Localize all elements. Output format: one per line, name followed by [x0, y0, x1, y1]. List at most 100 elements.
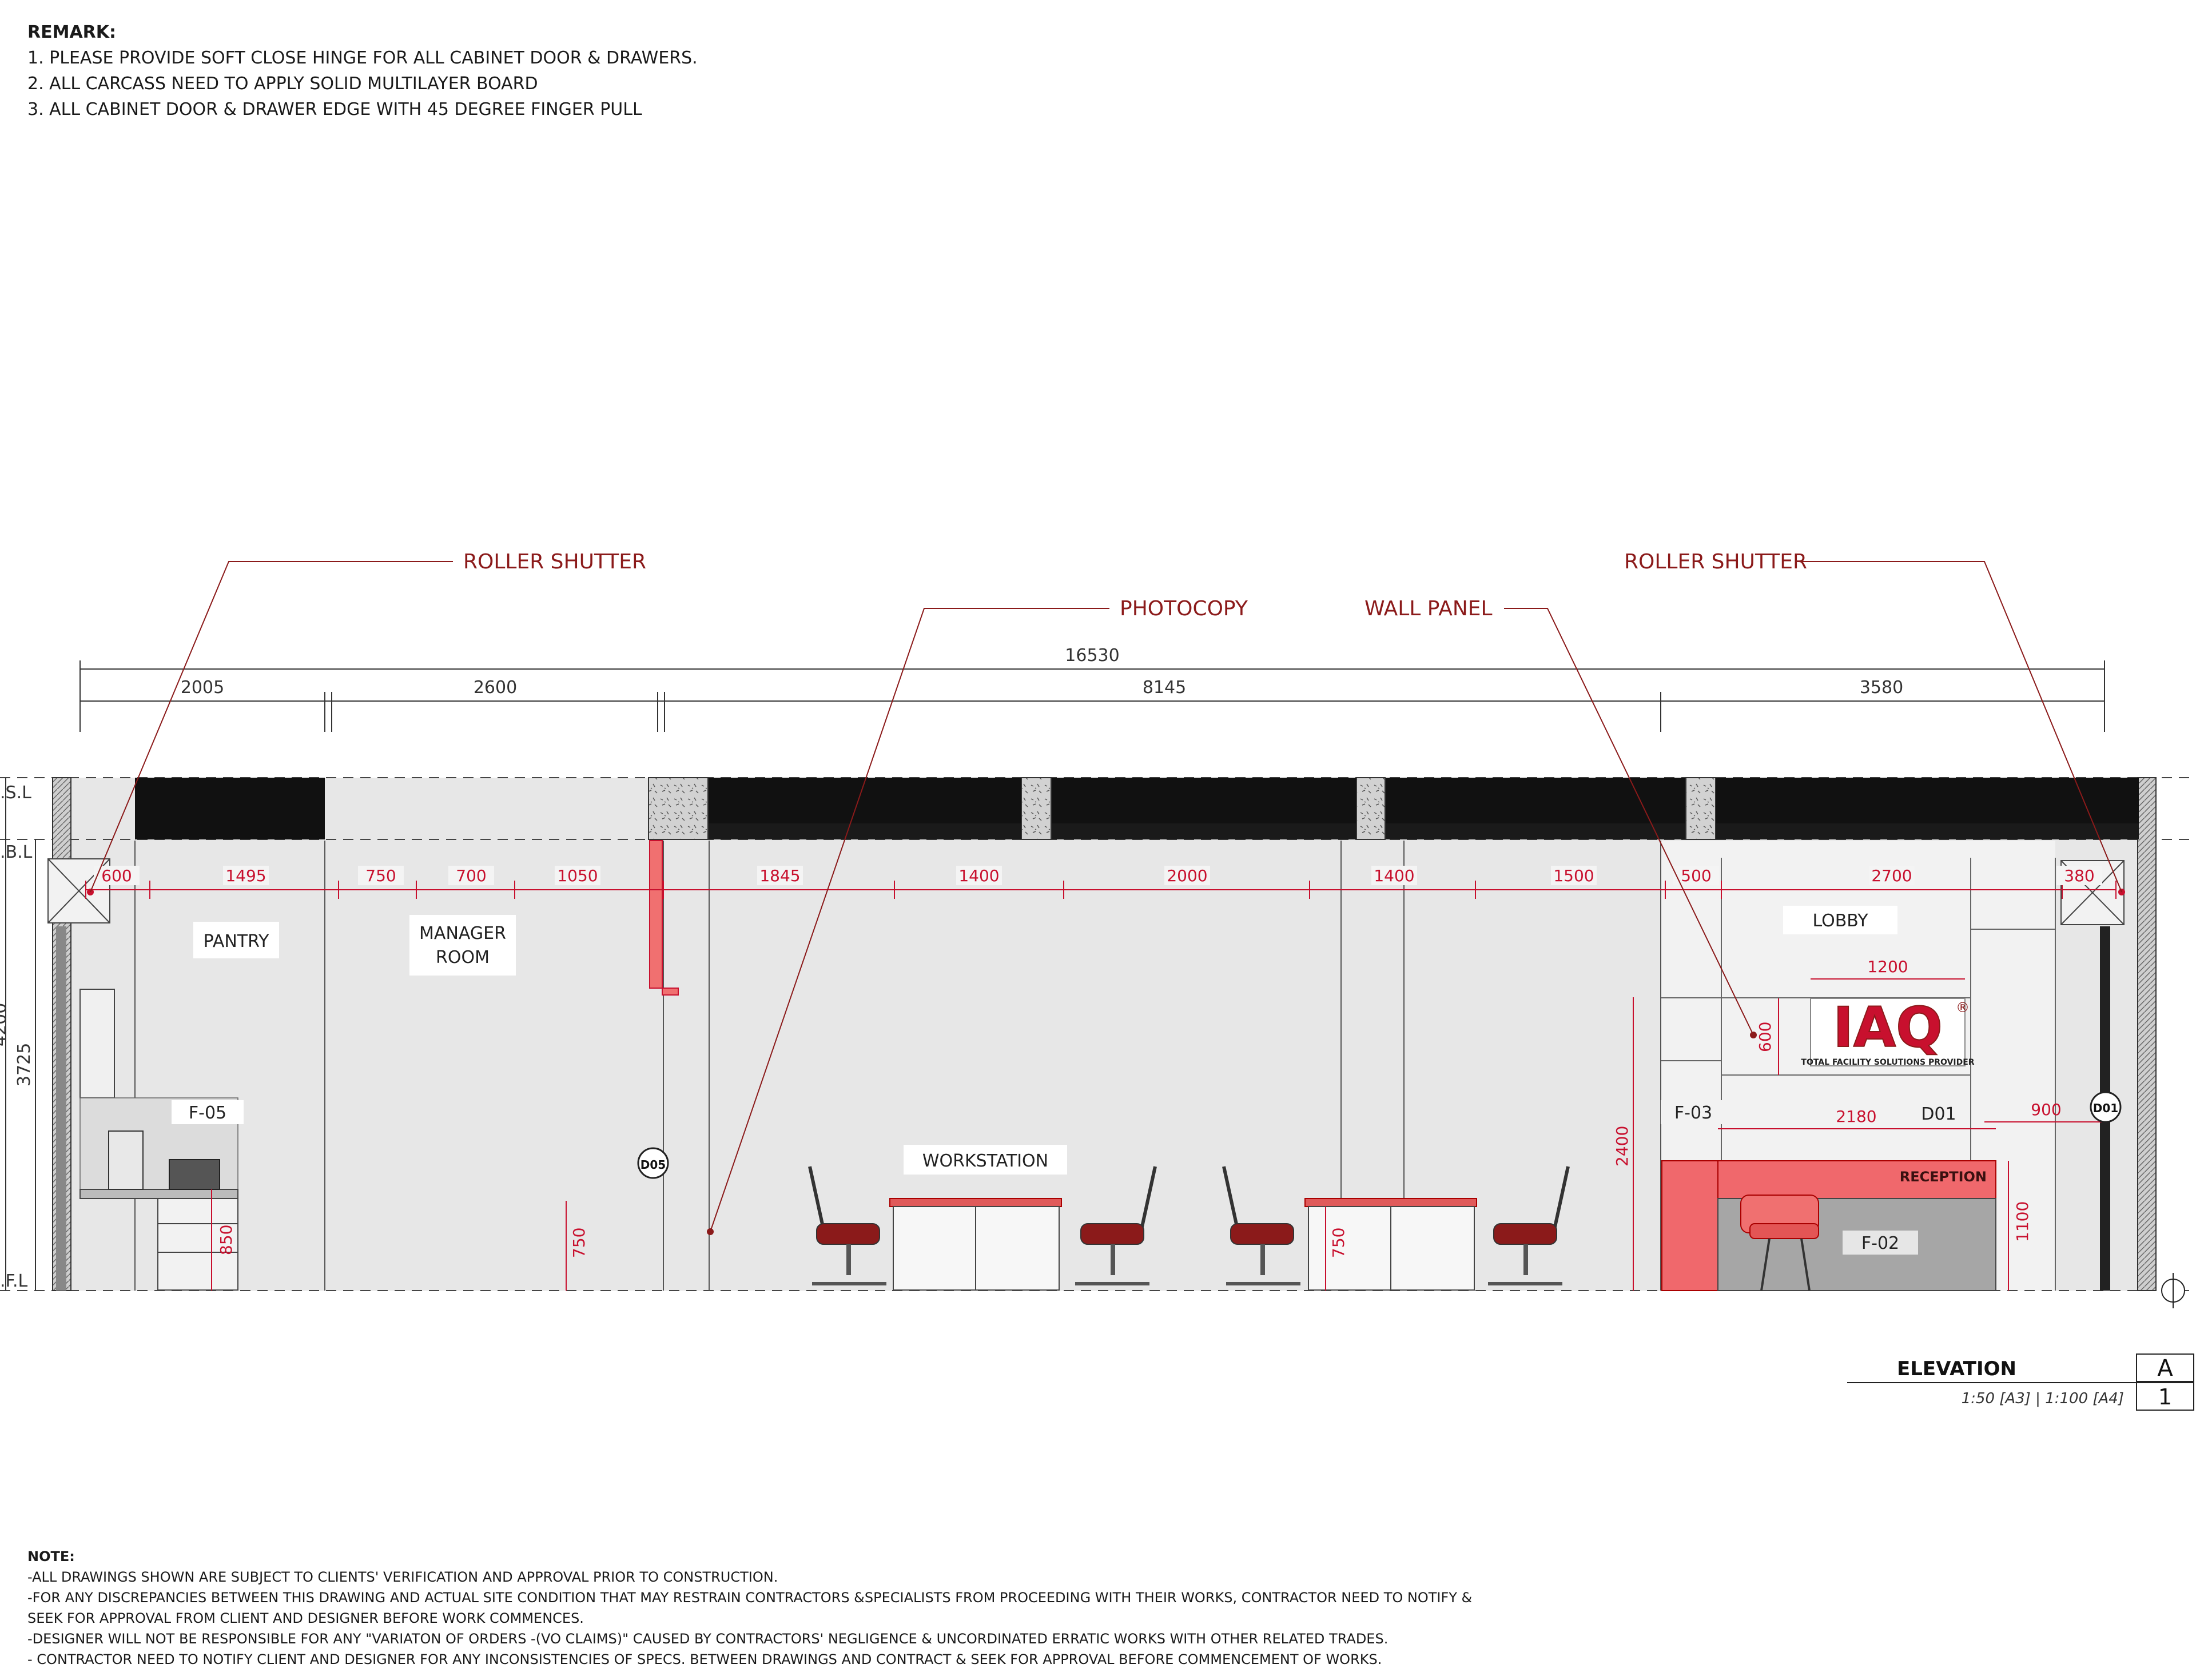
dim-750-manager: 750 [570, 1228, 588, 1258]
dim-900: 900 [2031, 1100, 2061, 1119]
title-block-scale: 1:50 [A3] | 1:100 [A4] [1962, 1390, 2124, 1407]
leader-line-photocopy [710, 608, 1109, 1232]
desk-left [889, 1198, 1062, 1291]
level-label-cbl: .B.L [0, 842, 33, 862]
door-d05-label: D05 [640, 1158, 666, 1172]
note-title: NOTE: [27, 1548, 75, 1564]
left-shutter-track [56, 926, 66, 1291]
manager-label-1: MANAGER [419, 923, 506, 943]
leader-wall-panel: WALL PANEL [1364, 597, 1493, 620]
level-label-ffl: .F.L [0, 1271, 28, 1291]
column-2 [1021, 777, 1052, 840]
ceiling-dim-label: 2000 [1167, 866, 1207, 885]
leader-line-roller-shutter-left [90, 561, 453, 893]
title-block-letter-box [2136, 1353, 2194, 1382]
chair-1 [808, 1166, 886, 1285]
iaq-logo-reg: ® [1956, 1000, 1970, 1016]
ceiling-dim-label-bg [1869, 866, 1915, 885]
lobby-label: LOBBY [1812, 911, 1868, 931]
ceiling-dim-label-bg [94, 866, 140, 885]
reception-chair [1740, 1195, 1819, 1291]
dim-2180: 2180 [1836, 1107, 1876, 1126]
ceiling-dim-label-bg [358, 866, 404, 885]
ceiling-dim-label-bg [1371, 866, 1417, 885]
manager-label-box [409, 915, 516, 976]
height-dim-4200: 4200 [0, 1003, 10, 1046]
dim-1100: 1100 [2013, 1201, 2032, 1242]
title-block-name: ELEVATION [1897, 1357, 2016, 1380]
workstation-label: WORKSTATION [922, 1151, 1048, 1171]
lobby-label-box [1783, 906, 1897, 934]
dim-seg-1: 2005 [181, 678, 224, 698]
reception-side-panel [1661, 1160, 1718, 1291]
ceiling-dim-label: 1845 [759, 866, 800, 885]
right-wall [2137, 777, 2157, 1291]
tag-f03: F-03 [1674, 1103, 1712, 1123]
ceiling-dim-label-bg [2056, 866, 2102, 885]
dim-850: 850 [217, 1225, 236, 1255]
workstation-label-box [904, 1145, 1067, 1175]
ceiling-dim-label: 2700 [1871, 866, 1912, 885]
red-partition-foot [662, 988, 679, 996]
red-partition-post [649, 840, 663, 989]
ceiling-dim-label: 600 [101, 866, 132, 885]
tag-f02-box [1843, 1231, 1918, 1255]
door-d01[interactable]: D01 [2090, 1091, 2122, 1123]
ceiling-beam-left [135, 778, 325, 839]
leader-dot-photocopy [707, 1228, 714, 1235]
ceiling-bulkhead [669, 823, 2139, 839]
door-d01-label: D01 [2093, 1101, 2118, 1115]
dim-750-work: 750 [1329, 1228, 1348, 1258]
chair-4 [1488, 1166, 1570, 1285]
leader-photocopy: PHOTOCOPY [1120, 597, 1248, 620]
chair-2 [1075, 1166, 1157, 1285]
pantry-counter [79, 1189, 238, 1199]
leader-roller-shutter-right: ROLLER SHUTTER [1624, 550, 1807, 574]
column-4 [1685, 777, 1716, 840]
pantry-label-box [193, 922, 279, 958]
tag-f05: F-05 [189, 1103, 226, 1123]
ceiling-dim-label: 1500 [1553, 866, 1594, 885]
ceiling-dim-label-bg [1673, 866, 1719, 885]
remark-title: REMARK: [27, 22, 117, 42]
tag-f03-box [1661, 1100, 1726, 1124]
desk-right [1304, 1198, 1477, 1291]
tag-f02: F-02 [1861, 1233, 1899, 1253]
level-label-ssl: .S.L [0, 783, 31, 803]
ceiling-dim-label-bg [555, 866, 600, 885]
ceiling-dim-label: 500 [1681, 866, 1711, 885]
overall-dims [79, 660, 2105, 732]
remark-item-1: 1. PLEASE PROVIDE SOFT CLOSE HINGE FOR A… [27, 48, 698, 68]
ffl-level-marker [2161, 1273, 2185, 1308]
dim-1200: 1200 [1867, 957, 1908, 976]
dim-2400: 2400 [1613, 1126, 1632, 1167]
ceiling-dim-label-bg [1551, 866, 1597, 885]
pantry-label: PANTRY [204, 931, 269, 952]
ceiling-dim-label-bg [956, 866, 1002, 885]
ceiling-dim-label: 1400 [958, 866, 999, 885]
reception-label: RECEPTION [1900, 1169, 1987, 1185]
pantry-wall-cabinet [79, 989, 115, 1098]
leader-dot-wall-panel [1750, 1032, 1757, 1038]
iaq-logo: IAQ ® TOTAL FACILITY SOLUTIONS PROVIDER [1801, 995, 1974, 1067]
title-block-number: 1 [2158, 1384, 2172, 1410]
remark-item-2: 2. ALL CARCASS NEED TO APPLY SOLID MULTI… [27, 74, 538, 94]
tag-f05-box [172, 1100, 244, 1124]
note-item-4: -DESIGNER WILL NOT BE RESPONSIBLE FOR AN… [27, 1631, 1389, 1647]
remark-block: REMARK: 1. PLEASE PROVIDE SOFT CLOSE HIN… [27, 19, 698, 122]
remark-item-3: 3. ALL CABINET DOOR & DRAWER EDGE WITH 4… [27, 99, 642, 120]
ceiling-dim-label-bg [1164, 866, 1210, 885]
door-d05[interactable]: D05 [637, 1147, 669, 1179]
title-block-letter: A [2157, 1355, 2173, 1382]
dim-seg-3: 8145 [1143, 678, 1186, 698]
dim-total: 16530 [1065, 646, 1119, 666]
leader-line-roller-shutter-right [1796, 561, 2122, 893]
ceiling-dim-label-bg [448, 866, 494, 885]
microwave [169, 1159, 220, 1190]
title-block-number-box [2136, 1382, 2194, 1411]
column-3 [1356, 777, 1386, 840]
ceiling-dim-label: 380 [2064, 866, 2094, 885]
dim-seg-4: 3580 [1860, 678, 1903, 698]
leader-roller-shutter-left: ROLLER SHUTTER [463, 550, 646, 574]
